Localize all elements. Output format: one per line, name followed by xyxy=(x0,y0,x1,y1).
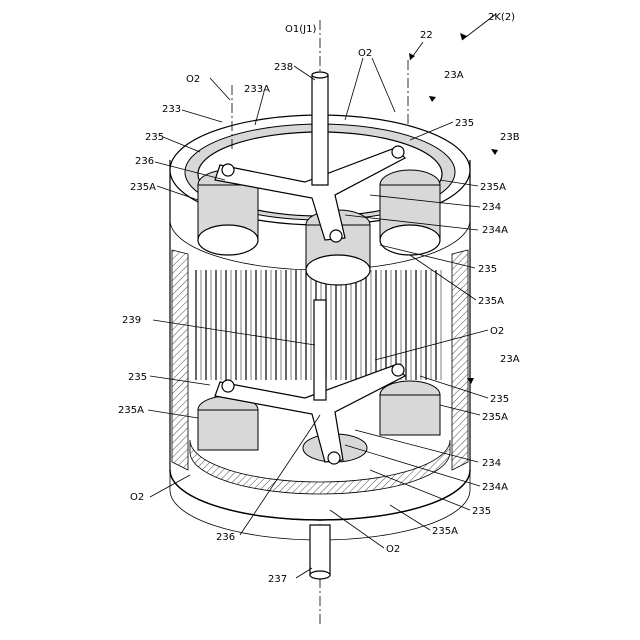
label-235a-mid: 235A xyxy=(478,296,504,307)
label-235a-bot: 235A xyxy=(432,526,458,537)
label-233: 233 xyxy=(162,104,181,115)
label-235-mid: 235 xyxy=(478,264,497,275)
label-o2-top-left: O2 xyxy=(186,74,200,85)
label-22: 22 xyxy=(420,30,433,41)
label-236-top: 236 xyxy=(135,156,154,167)
label-235-lr: 235 xyxy=(490,394,509,405)
label-234a-bot: 234A xyxy=(482,482,508,493)
label-234-top: 234 xyxy=(482,202,501,213)
label-233a: 233A xyxy=(244,84,270,95)
label-23b: 23B xyxy=(500,132,520,143)
label-o2-bottom: O2 xyxy=(386,544,400,555)
label-2k: 2K(2) xyxy=(488,12,515,23)
label-237: 237 xyxy=(268,574,287,585)
label-235a-lr: 235A xyxy=(482,412,508,423)
shaft-237 xyxy=(310,525,330,579)
shaft-238 xyxy=(312,72,328,185)
label-23a-mid: 23A xyxy=(500,354,520,365)
label-235-tr: 235 xyxy=(455,118,474,129)
label-235-tl: 235 xyxy=(145,132,164,143)
label-236-bot: 236 xyxy=(216,532,235,543)
label-235a-ll: 235A xyxy=(118,405,144,416)
label-235-ll: 235 xyxy=(128,372,147,383)
label-238: 238 xyxy=(274,62,293,73)
label-234-bot: 234 xyxy=(482,458,501,469)
label-235a-tr: 235A xyxy=(480,182,506,193)
label-239: 239 xyxy=(122,315,141,326)
label-235a-tl: 235A xyxy=(130,182,156,193)
label-23a-top: 23A xyxy=(444,70,464,81)
label-235-bot: 235 xyxy=(472,506,491,517)
label-234a-top: 234A xyxy=(482,225,508,236)
label-o2-top: O2 xyxy=(358,48,372,59)
label-o1: O1(J1) xyxy=(285,24,316,35)
label-o2-bottom-left: O2 xyxy=(130,492,144,503)
label-o2-mid-right: O2 xyxy=(490,326,504,337)
